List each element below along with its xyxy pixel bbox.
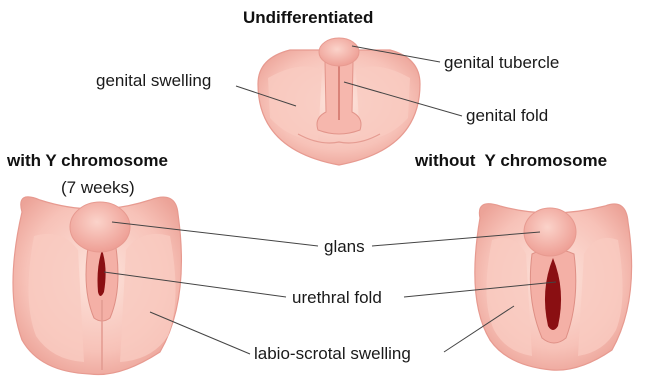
label-genital-tubercle: genital tubercle: [444, 54, 559, 71]
title-without-y: without Y chromosome: [415, 152, 607, 169]
female-figure: [475, 204, 632, 370]
male-glans: [70, 202, 130, 252]
label-genital-fold: genital fold: [466, 107, 548, 124]
male-right-swelling: [120, 234, 176, 362]
label-glans: glans: [324, 238, 365, 255]
undiff-tubercle: [319, 38, 359, 66]
title-undifferentiated: Undifferentiated: [243, 9, 373, 26]
male-figure: [13, 197, 181, 375]
title-with-y: with Y chromosome: [7, 152, 168, 169]
female-glans: [524, 208, 576, 256]
label-urethral-fold: urethral fold: [292, 289, 382, 306]
label-genital-swelling: genital swelling: [96, 72, 211, 89]
label-labio-scrotal-swelling: labio-scrotal swelling: [254, 345, 411, 362]
title-with-y-sub: (7 weeks): [61, 179, 135, 196]
